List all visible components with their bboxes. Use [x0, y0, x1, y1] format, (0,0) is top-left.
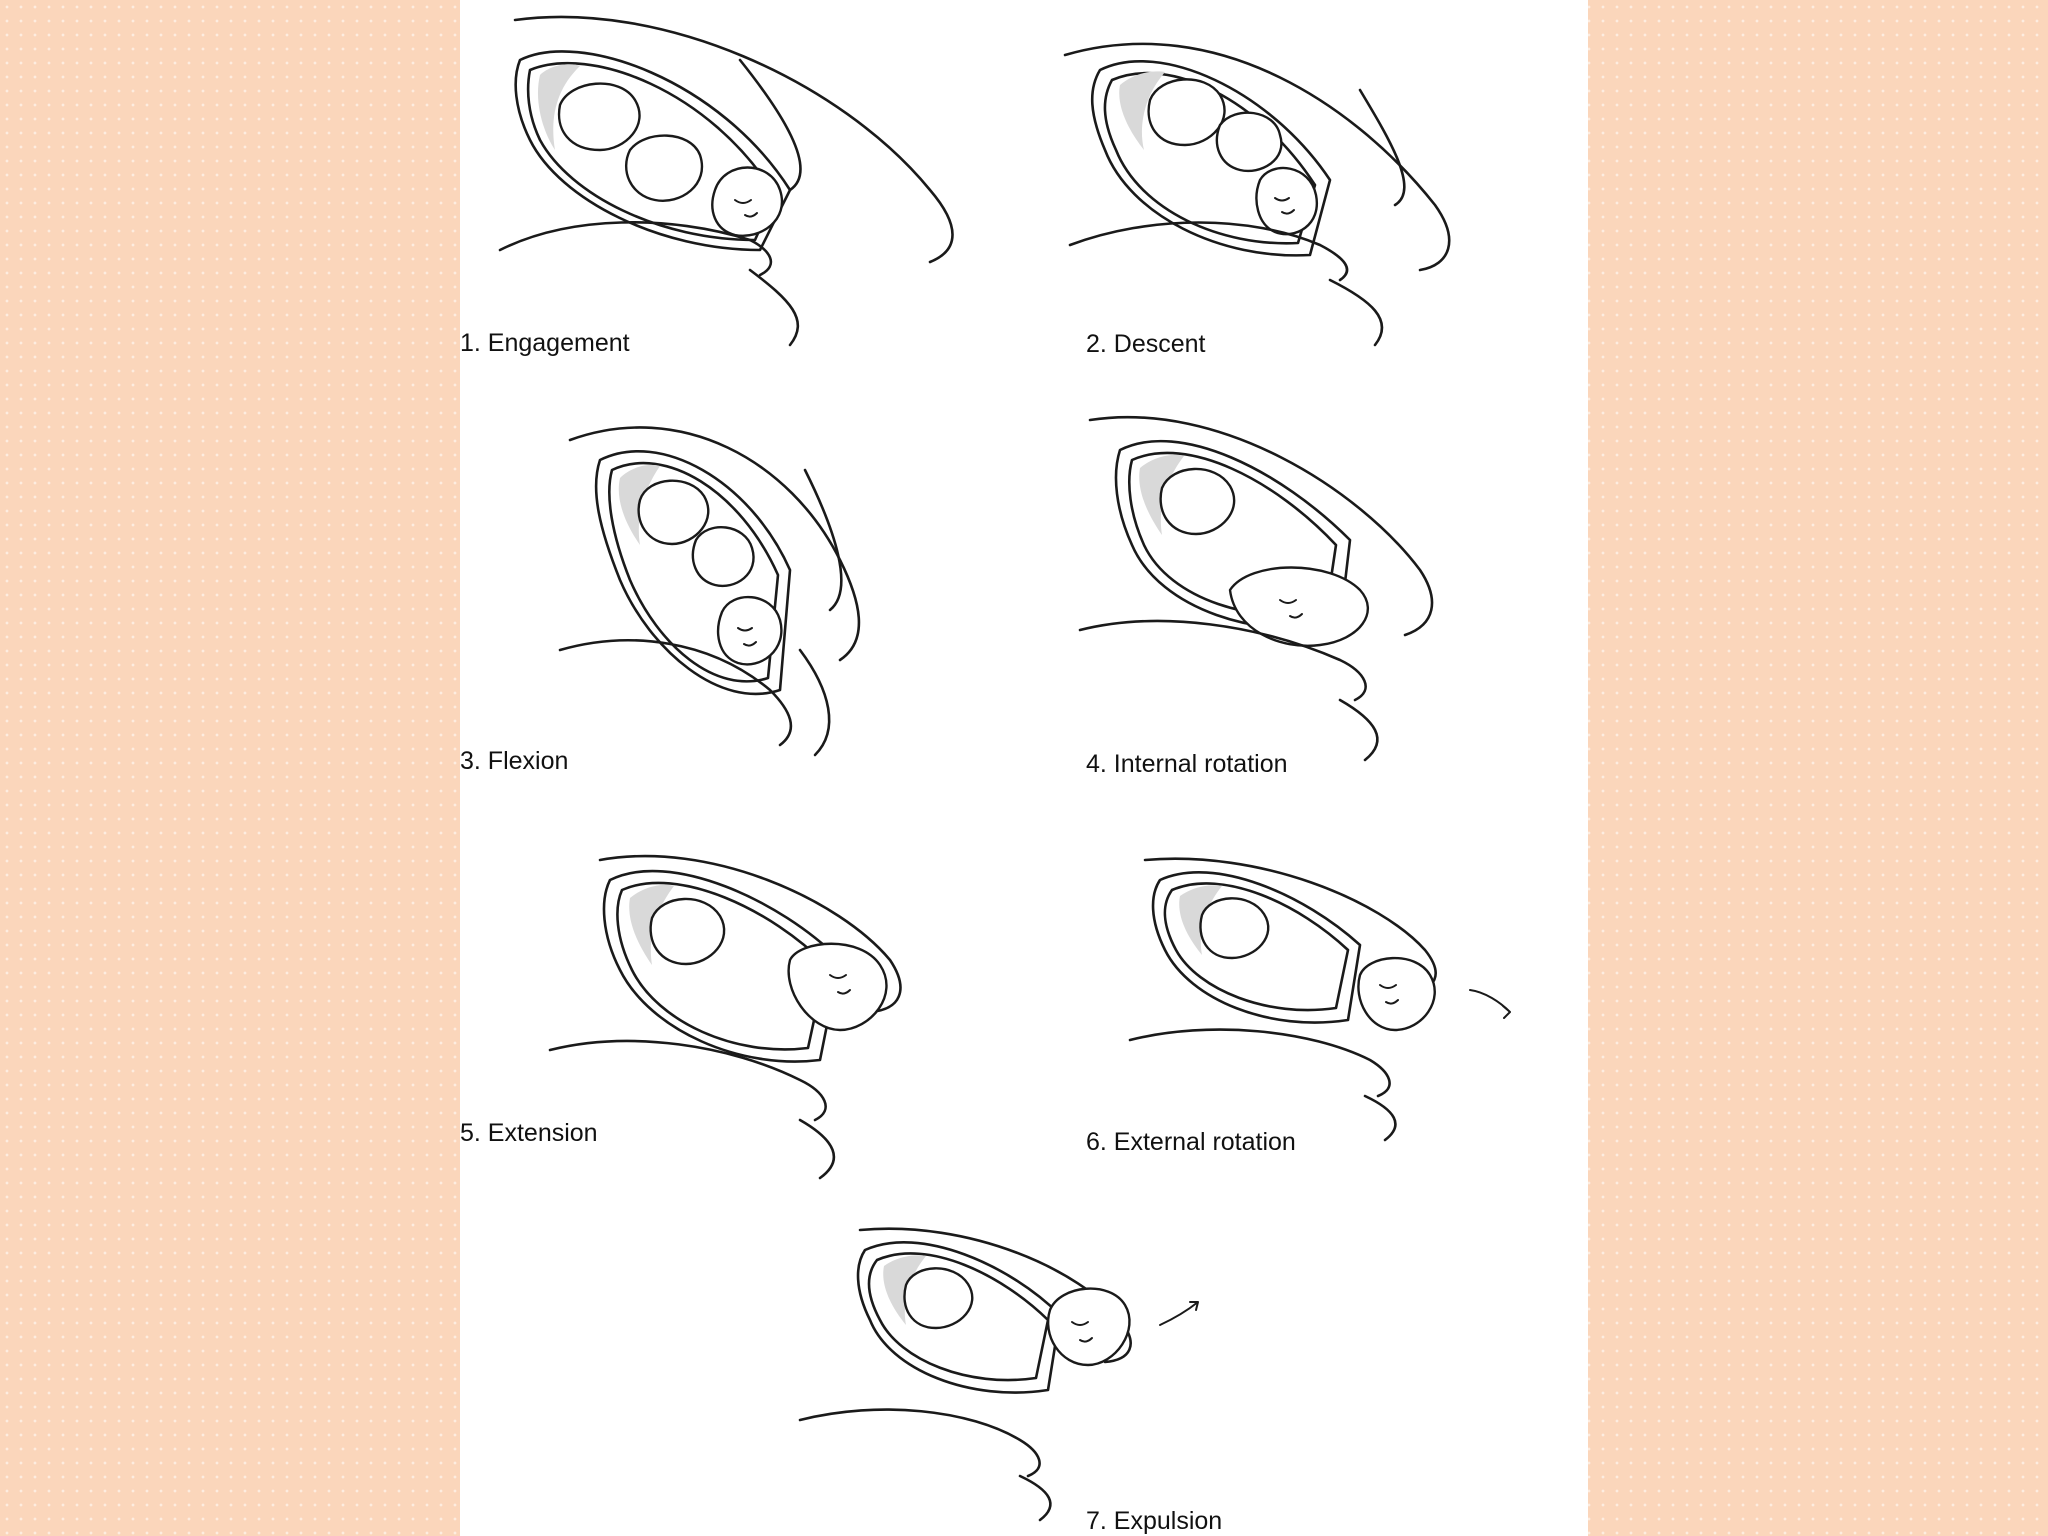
stage-1-drawing: [498, 15, 954, 347]
labor-mechanism-illustration: [498, 15, 1511, 1522]
diagram-panel: 1. Engagement 2. Descent 3. Flexion 4. I…: [460, 0, 1588, 1536]
stage-5-drawing: [548, 854, 902, 1180]
stage-3-drawing: [558, 426, 861, 757]
stage-2-drawing: [1063, 42, 1451, 347]
stage-label-descent: 2. Descent: [1086, 330, 1206, 358]
stage-label-engagement: 1. Engagement: [460, 329, 630, 357]
stage-6-drawing: [1128, 857, 1511, 1142]
stage-label-extension: 5. Extension: [460, 1119, 598, 1147]
stage-label-flexion: 3. Flexion: [460, 747, 569, 775]
stage-4-drawing: [1078, 415, 1434, 762]
stage-label-expulsion: 7. Expulsion: [1086, 1507, 1223, 1535]
stage-label-internal-rotation: 4. Internal rotation: [1086, 750, 1288, 778]
stage-7-drawing: [798, 1227, 1199, 1522]
stage-label-external-rotation: 6. External rotation: [1086, 1128, 1296, 1156]
